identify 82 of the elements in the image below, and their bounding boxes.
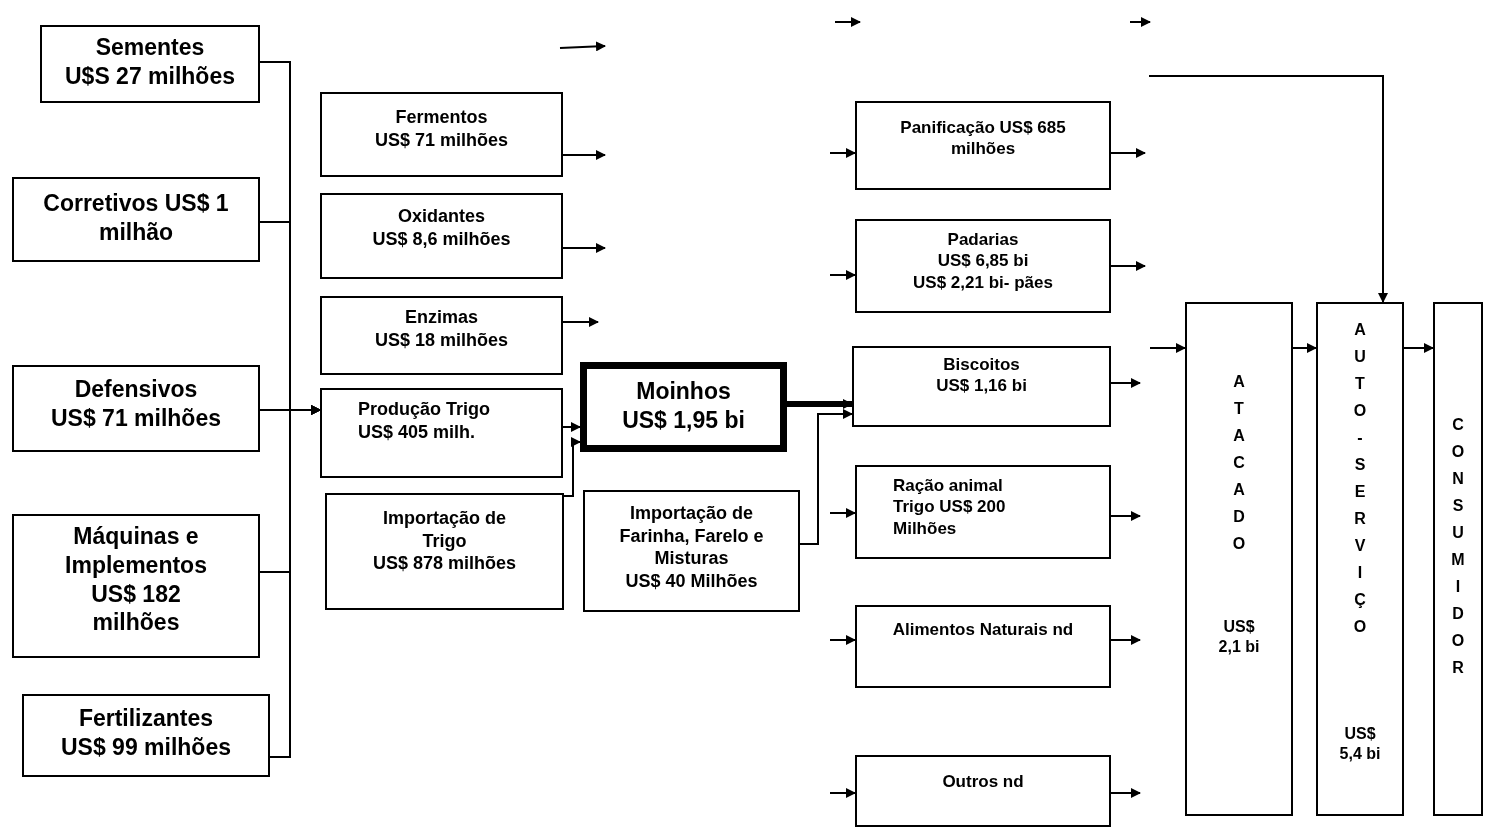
arrow bbox=[1148, 75, 1388, 303]
node-label: US$ 18 milhões bbox=[374, 328, 509, 351]
node-label: Fertilizantes bbox=[78, 704, 214, 733]
process-box bbox=[855, 465, 1111, 559]
process-box bbox=[40, 25, 260, 103]
node-label: US$ 5,4 bi bbox=[1338, 724, 1382, 764]
node-label: Defensivos bbox=[74, 375, 198, 404]
process-box bbox=[12, 365, 260, 452]
vertical-label: AUTO-SERVIÇO bbox=[1352, 320, 1368, 637]
arrow bbox=[829, 788, 856, 798]
arrow bbox=[1110, 511, 1141, 521]
node-label: Biscoitos bbox=[943, 354, 1020, 376]
node-label: US$ 8,6 milhões bbox=[372, 227, 511, 250]
arrow bbox=[1110, 148, 1146, 158]
node-label: Importação de Farinha, Farelo e Misturas bbox=[618, 502, 765, 570]
node-label: Ração animal bbox=[893, 475, 1003, 497]
node-label: US$ 2,21 bi- pães bbox=[913, 271, 1053, 293]
node-label: US$ 99 milhões bbox=[61, 732, 231, 762]
node-label: US$ 182 milhões bbox=[90, 579, 182, 637]
process-box bbox=[852, 346, 1111, 427]
arrow bbox=[799, 409, 853, 545]
node-label: Importação de Trigo bbox=[382, 507, 507, 552]
node-label: Alimentos Naturais nd bbox=[892, 619, 1074, 641]
arrow bbox=[562, 243, 606, 253]
node-label: Trigo US$ 200 Milhões bbox=[893, 496, 1007, 539]
arrow bbox=[1110, 788, 1141, 798]
channel-column bbox=[1433, 302, 1483, 816]
process-box bbox=[320, 296, 563, 375]
node-label: US$ 1,95 bi bbox=[622, 405, 745, 435]
arrow bbox=[787, 399, 853, 409]
vertical-label: ATACADO bbox=[1231, 372, 1247, 554]
node-label: US$ 6,85 bi bbox=[937, 250, 1029, 272]
node-label: US$ 71 milhões bbox=[51, 403, 221, 433]
process-box bbox=[320, 388, 563, 478]
node-label: Fermentos bbox=[395, 106, 488, 129]
node-label: US$ 1,16 bi bbox=[936, 375, 1027, 397]
node-label: Outros nd bbox=[942, 771, 1024, 793]
node-label: Produção Trigo bbox=[358, 398, 490, 421]
arrow bbox=[829, 635, 856, 645]
process-box bbox=[320, 193, 563, 279]
node-label: U$S 27 milhões bbox=[65, 61, 235, 91]
vertical-label: CONSUMIDOR bbox=[1450, 415, 1466, 678]
node-label: Sementes bbox=[95, 33, 205, 62]
arrow bbox=[562, 150, 606, 160]
process-box bbox=[855, 101, 1111, 190]
channel-column bbox=[1316, 302, 1404, 816]
arrow bbox=[269, 405, 321, 758]
node-label: US$ 2,1 bi bbox=[1217, 617, 1261, 657]
process-box bbox=[855, 755, 1111, 827]
arrow bbox=[1110, 635, 1141, 645]
node-label: Corretivos US$ 1 milhão bbox=[42, 189, 230, 247]
process-box bbox=[583, 490, 800, 612]
process-box bbox=[855, 219, 1111, 313]
node-label: US$ 405 milh. bbox=[358, 420, 476, 443]
node-label: Padarias bbox=[947, 229, 1019, 251]
arrow bbox=[1149, 343, 1186, 353]
arrow bbox=[1403, 343, 1434, 353]
arrow bbox=[1110, 378, 1141, 388]
process-box bbox=[320, 92, 563, 177]
process-box bbox=[580, 362, 787, 452]
node-label: Panificação US$ 685 milhões bbox=[899, 117, 1067, 160]
process-box bbox=[12, 177, 260, 262]
process-box bbox=[22, 694, 270, 777]
node-label: Oxidantes bbox=[398, 205, 485, 228]
process-box bbox=[855, 605, 1111, 688]
node-label: US$ 878 milhões bbox=[372, 552, 517, 575]
arrow bbox=[829, 148, 856, 158]
process-box bbox=[325, 493, 564, 610]
arrow bbox=[829, 508, 856, 518]
arrow bbox=[1292, 343, 1317, 353]
node-label: Máquinas e Implementos bbox=[64, 522, 208, 580]
arrow bbox=[563, 437, 581, 497]
arrow bbox=[1110, 261, 1146, 271]
channel-column bbox=[1185, 302, 1293, 816]
node-label: Moinhos bbox=[636, 377, 731, 406]
arrow bbox=[829, 270, 856, 280]
node-label: US$ 71 milhões bbox=[374, 128, 509, 151]
arrow bbox=[562, 317, 599, 327]
node-label: Enzimas bbox=[405, 306, 478, 329]
process-box bbox=[12, 514, 260, 658]
arrow bbox=[562, 422, 581, 432]
node-label: US$ 40 Milhões bbox=[625, 569, 758, 592]
